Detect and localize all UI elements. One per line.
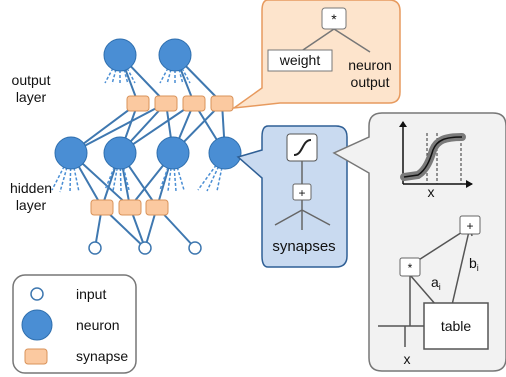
multiply-node xyxy=(321,7,347,30)
synapse-output-4 xyxy=(210,95,234,112)
synapses-label: synapses xyxy=(272,238,335,255)
synapse-hidden-3 xyxy=(145,199,169,216)
sigmoid-plot: x xyxy=(399,121,473,200)
legend-input-label: input xyxy=(76,286,106,302)
neuron-hidden-4 xyxy=(208,136,242,170)
synapse-hidden-2 xyxy=(118,199,142,216)
neuron-callout: + synapses xyxy=(236,125,348,268)
legend-neuron-icon xyxy=(21,309,53,341)
synapses xyxy=(90,95,234,216)
star-op: * xyxy=(408,261,413,275)
neuron-hidden-1 xyxy=(54,136,88,170)
star-node xyxy=(399,257,421,277)
sigmoid-icon xyxy=(293,139,312,156)
detail-callout: x + * ai bi table x xyxy=(332,112,506,372)
table-box xyxy=(423,302,489,350)
input-node-1 xyxy=(88,241,102,255)
edges-output-to-synapse xyxy=(119,54,223,104)
plus-op: + xyxy=(466,219,473,233)
multiply-op: * xyxy=(331,11,337,27)
synapse-hidden-1 xyxy=(90,199,114,216)
edges-synapse-to-hidden xyxy=(70,102,226,154)
neuron-hidden-2 xyxy=(103,136,137,170)
table-label: table xyxy=(441,318,472,334)
input-node-2 xyxy=(138,241,152,255)
legend-neuron-label: neuron xyxy=(76,317,120,333)
neurons xyxy=(54,38,242,170)
synapse-output-3 xyxy=(182,95,206,112)
neuron-output-2 xyxy=(158,38,192,72)
sum-op: + xyxy=(298,186,305,200)
weight-box xyxy=(267,49,333,72)
weight-label: weight xyxy=(279,52,321,68)
legend-synapse-label: synapse xyxy=(76,348,128,364)
neuron-output-1 xyxy=(103,38,137,72)
b-label: bi xyxy=(469,255,479,273)
plus-node xyxy=(459,215,481,235)
legend-input-icon xyxy=(30,287,44,301)
table-lookup: + * ai bi table x xyxy=(378,215,489,367)
input-node-3 xyxy=(188,241,202,255)
connection-lines xyxy=(70,54,226,249)
inputs xyxy=(88,241,202,255)
table-x-label: x xyxy=(404,351,411,367)
sum-node xyxy=(292,183,312,201)
plot-x-label: x xyxy=(428,184,435,200)
a-label: ai xyxy=(431,274,441,292)
neuron-hidden-3 xyxy=(156,136,190,170)
edges-synapse-to-input xyxy=(94,206,196,249)
legend: input neuron synapse xyxy=(12,274,137,374)
edges-hidden-to-synapse xyxy=(70,152,174,208)
synapse-output-1 xyxy=(126,95,150,112)
legend-synapse-icon xyxy=(24,348,48,365)
synapse-output-2 xyxy=(154,95,178,112)
